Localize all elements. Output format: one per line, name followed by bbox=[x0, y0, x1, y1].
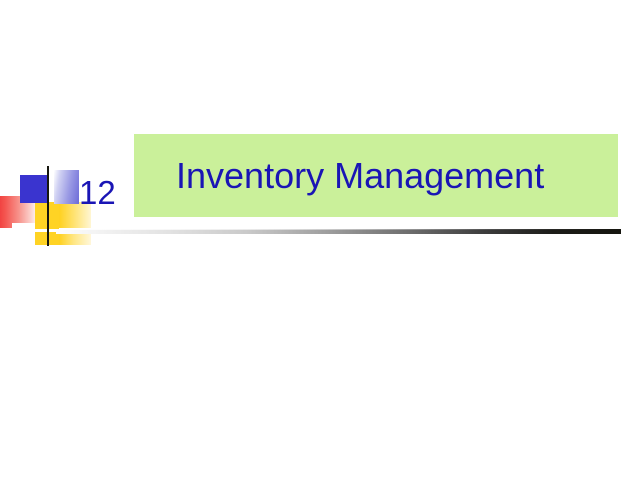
vertical-black-rule-icon bbox=[47, 166, 49, 246]
pale-yellow-gradient-block-small-icon bbox=[59, 232, 91, 245]
blue-square-icon bbox=[20, 175, 48, 203]
chapter-number: 12 bbox=[79, 174, 116, 211]
decorative-logo-cluster bbox=[0, 160, 130, 250]
horizontal-rule-highlight bbox=[56, 229, 621, 230]
title-band: Inventory Management bbox=[134, 134, 618, 217]
slide-title: Inventory Management bbox=[176, 154, 545, 196]
horizontal-gradient-rule bbox=[56, 229, 621, 234]
lavender-gradient-block-icon bbox=[54, 170, 79, 204]
pale-yellow-gradient-block-icon bbox=[59, 202, 91, 228]
